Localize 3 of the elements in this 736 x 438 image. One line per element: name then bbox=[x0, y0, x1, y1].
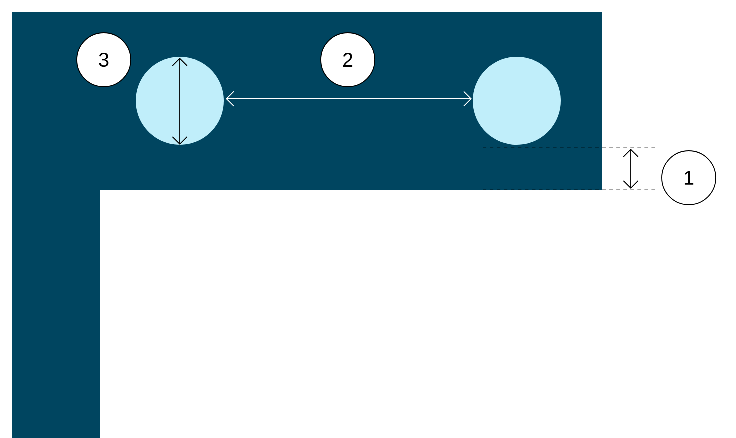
callout-number: 2 bbox=[320, 32, 376, 88]
callout-number: 1 bbox=[662, 150, 716, 206]
callout-number: 3 bbox=[76, 32, 132, 88]
